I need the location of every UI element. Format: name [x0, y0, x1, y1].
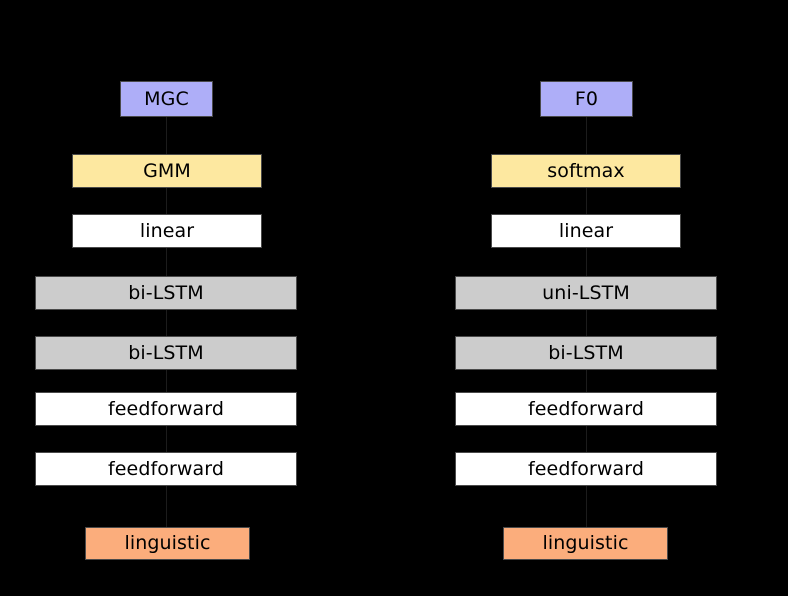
node-mgc: MGC: [120, 81, 213, 117]
node-feedforward: feedforward: [455, 392, 717, 426]
node-f0: F0: [540, 81, 633, 117]
node-bi-lstm: bi-LSTM: [455, 336, 717, 370]
connector-line: [166, 248, 167, 276]
connector-line: [586, 310, 587, 336]
node-bi-lstm: bi-LSTM: [35, 336, 297, 370]
node-linear: linear: [72, 214, 262, 248]
connector-line: [166, 426, 167, 452]
connector-line: [166, 310, 167, 336]
connector-line: [586, 486, 587, 527]
node-linguistic: linguistic: [503, 527, 668, 560]
node-linguistic: linguistic: [85, 527, 250, 560]
connector-line: [586, 370, 587, 392]
connector-line: [166, 370, 167, 392]
node-uni-lstm: uni-LSTM: [455, 276, 717, 310]
connector-line: [166, 486, 167, 527]
node-gmm: GMM: [72, 154, 262, 188]
node-feedforward: feedforward: [455, 452, 717, 486]
connector-line: [166, 188, 167, 214]
node-feedforward: feedforward: [35, 452, 297, 486]
node-feedforward: feedforward: [35, 392, 297, 426]
connector-line: [586, 188, 587, 214]
node-softmax: softmax: [491, 154, 681, 188]
connector-line: [586, 117, 587, 154]
connector-line: [586, 426, 587, 452]
connector-line: [586, 248, 587, 276]
connector-line: [166, 117, 167, 154]
node-linear: linear: [491, 214, 681, 248]
node-bi-lstm: bi-LSTM: [35, 276, 297, 310]
